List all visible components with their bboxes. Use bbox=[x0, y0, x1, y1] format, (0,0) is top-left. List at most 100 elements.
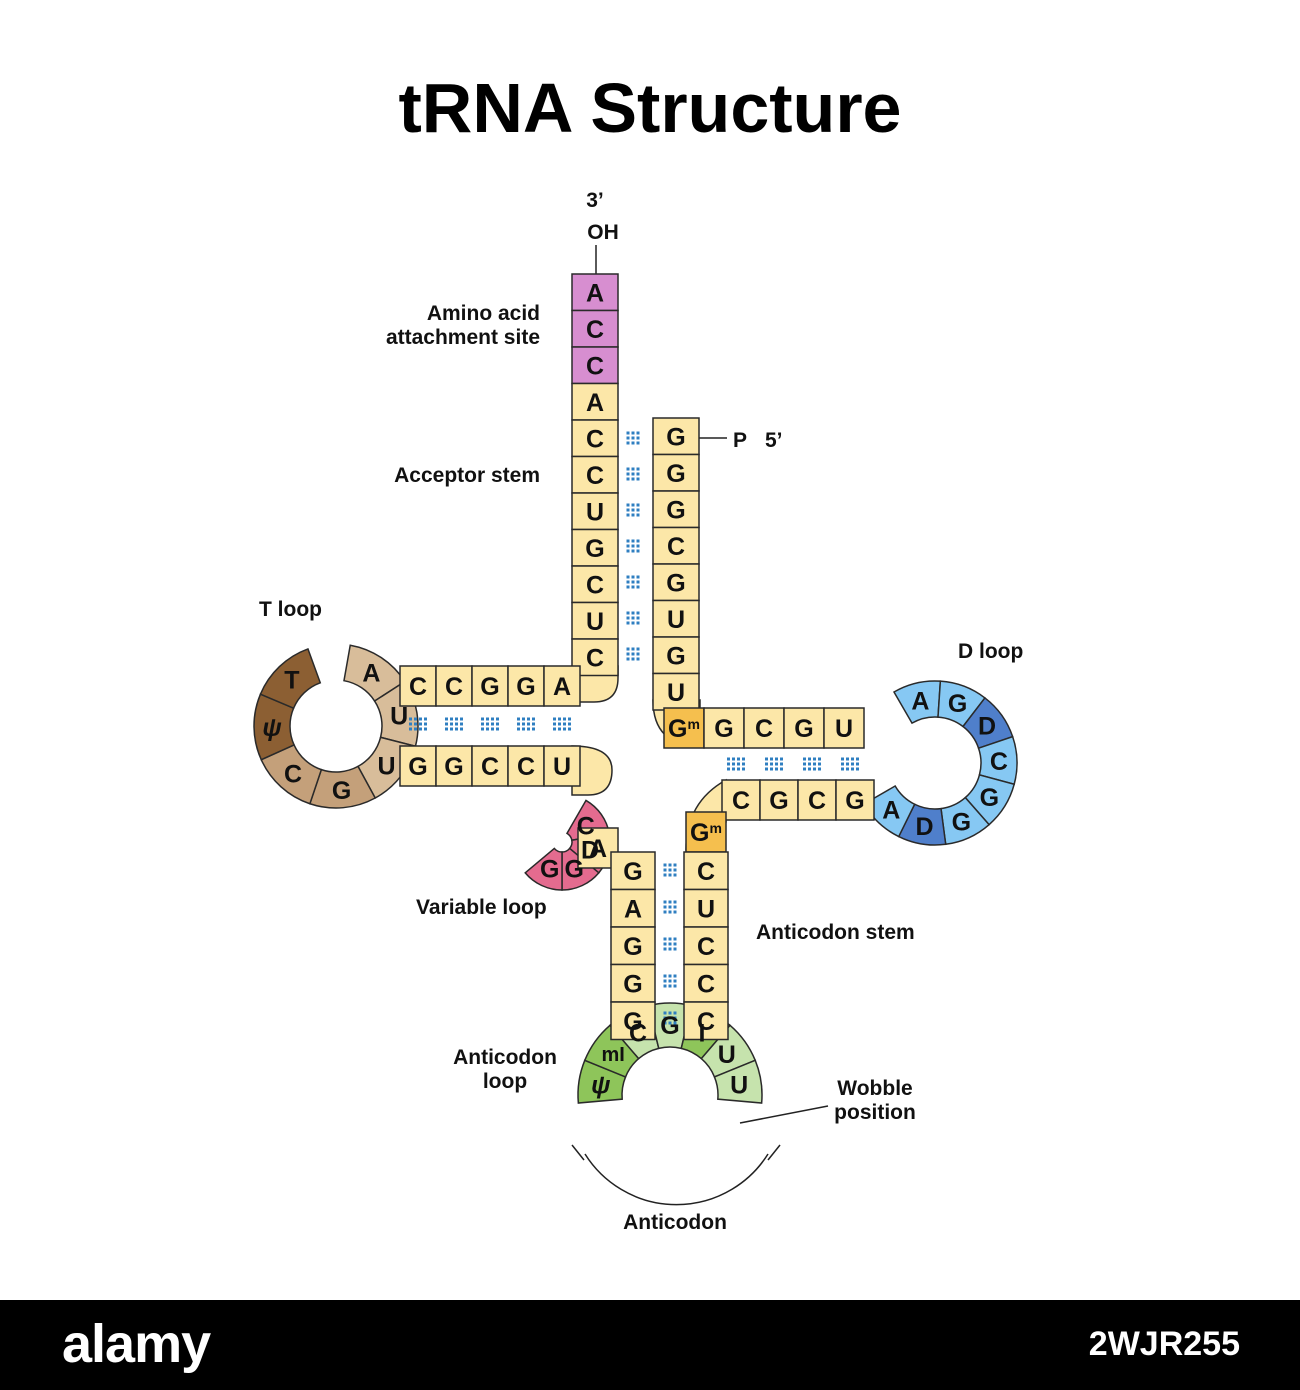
anticodon-stem-left-letter: G bbox=[623, 858, 642, 886]
three-prime-label: 3’ bbox=[586, 189, 604, 212]
variable-loop-letter: D bbox=[581, 837, 599, 865]
t-pair-dots bbox=[563, 717, 566, 721]
variable-loop-label: Variable loop bbox=[416, 896, 547, 919]
t-pair-dots bbox=[558, 727, 561, 731]
anticodon-pair-dots bbox=[673, 984, 677, 988]
t-pair-dots bbox=[496, 722, 499, 726]
d-pair-dots bbox=[727, 757, 730, 761]
wobble-label-line2: position bbox=[834, 1101, 916, 1124]
d-stem-bottom-letter: G bbox=[845, 787, 864, 815]
acceptor-pair-dots bbox=[631, 621, 635, 625]
anticodon-pair-dots bbox=[663, 979, 667, 983]
acceptor-pair-dots bbox=[626, 436, 630, 440]
t-stem-top-letter: A bbox=[553, 673, 571, 701]
acceptor-5prime-letter: G bbox=[666, 569, 685, 597]
t-pair-dots bbox=[532, 722, 535, 726]
anticodon-stem-label: Anticodon stem bbox=[756, 921, 915, 944]
anticodon-pair-dots bbox=[673, 1011, 677, 1015]
t-pair-dots bbox=[496, 717, 499, 721]
t-stem-bottom-letter: G bbox=[444, 753, 463, 781]
d-pair-dots bbox=[775, 767, 778, 771]
d-pair-dots bbox=[818, 767, 821, 771]
d-pair-dots bbox=[803, 767, 806, 771]
acceptor-pair-dots bbox=[631, 580, 635, 584]
anticodon-pair-dots bbox=[673, 910, 677, 914]
t-pair-dots bbox=[491, 722, 494, 726]
acceptor-pair-dots bbox=[636, 472, 640, 476]
d-pair-dots bbox=[851, 757, 854, 761]
anticodon-loop-label-line1: Anticodon bbox=[453, 1046, 557, 1069]
anticodon-pair-dots bbox=[663, 905, 667, 909]
d-pair-dots bbox=[813, 757, 816, 761]
anticodon-pair-dots bbox=[673, 937, 677, 941]
anticodon-loop-letter: I bbox=[698, 1020, 705, 1048]
acceptor-3prime-letter: C bbox=[586, 352, 604, 380]
acceptor-pair-dots bbox=[631, 575, 635, 579]
d-pair-dots bbox=[742, 762, 745, 766]
d-pair-dots bbox=[818, 757, 821, 761]
acceptor-pair-dots bbox=[631, 513, 635, 517]
anticodon-stem-right-letter: C bbox=[697, 858, 715, 886]
anticodon-gm-box bbox=[685, 811, 727, 853]
t-stem-top-letter: G bbox=[516, 673, 535, 701]
acceptor-pair-dots bbox=[636, 431, 640, 435]
t-stem-top-letter: C bbox=[445, 673, 463, 701]
acceptor-pair-dots bbox=[631, 585, 635, 589]
t-pair-dots bbox=[481, 717, 484, 721]
d-pair-dots bbox=[851, 767, 854, 771]
anticodon-pair-dots bbox=[668, 900, 672, 904]
anticodon-pair-dots bbox=[668, 910, 672, 914]
acceptor-pair-dots bbox=[626, 616, 630, 620]
d-stem-bottom-box bbox=[797, 779, 837, 821]
anticodon-pair-dots bbox=[668, 937, 672, 941]
t-stem-top-box bbox=[507, 665, 545, 707]
t-pair-dots bbox=[558, 722, 561, 726]
t-pair-dots bbox=[568, 722, 571, 726]
acceptor-pair-dots bbox=[636, 508, 640, 512]
d-loop-letter: A bbox=[882, 797, 900, 825]
anticodon-pair-dots bbox=[663, 984, 667, 988]
d-pair-dots bbox=[856, 757, 859, 761]
d-pair-dots bbox=[846, 767, 849, 771]
acceptor-pair-dots bbox=[631, 539, 635, 543]
acceptor-pair-dots bbox=[631, 436, 635, 440]
acceptor-3prime-box bbox=[571, 455, 619, 494]
anticodon-bracket-tick bbox=[571, 1144, 585, 1161]
anticodon-stem-right-box bbox=[683, 963, 729, 1003]
acceptor-pair-dots bbox=[636, 513, 640, 517]
acceptor-3prime-box bbox=[571, 382, 619, 421]
anticodon-pair-dots bbox=[668, 984, 672, 988]
acceptor-3prime-box bbox=[571, 419, 619, 458]
acceptor-5prime-box bbox=[652, 672, 700, 711]
acceptor-3prime-box bbox=[571, 346, 619, 385]
t-pair-dots bbox=[527, 727, 530, 731]
t-pair-dots bbox=[563, 722, 566, 726]
d-loop-label: D loop bbox=[958, 640, 1024, 663]
t-pair-dots bbox=[481, 722, 484, 726]
acceptor-pair-dots bbox=[636, 467, 640, 471]
d-pair-dots bbox=[841, 757, 844, 761]
variable-link-letter: A bbox=[589, 835, 607, 863]
anticodon-pair-dots bbox=[668, 863, 672, 867]
anticodon-pair-dots bbox=[663, 863, 667, 867]
acceptor-pair-dots bbox=[636, 441, 640, 445]
d-pair-dots bbox=[808, 757, 811, 761]
anticodon-pair-dots bbox=[668, 1011, 672, 1015]
d-pair-dots bbox=[780, 762, 783, 766]
anticodon-pair-dots bbox=[663, 1016, 667, 1020]
acceptor-3prime-letter: A bbox=[586, 279, 604, 307]
anticodon-pair-dots bbox=[663, 868, 667, 872]
acceptor-pair-dots bbox=[626, 441, 630, 445]
t-pair-dots bbox=[532, 727, 535, 731]
d-stem-bottom-box bbox=[759, 779, 799, 821]
anticodon-pair-dots bbox=[663, 910, 667, 914]
d-pair-dots bbox=[775, 757, 778, 761]
anticodon-pair-dots bbox=[673, 942, 677, 946]
anticodon-loop-label-line2: loop bbox=[482, 1070, 528, 1093]
anticodon-loop-segment bbox=[713, 1059, 763, 1104]
t-loop-letter: C bbox=[284, 760, 302, 788]
anticodon-pair-dots bbox=[663, 947, 667, 951]
d-pair-dots bbox=[737, 757, 740, 761]
anticodon-stem-right-letter: U bbox=[697, 895, 715, 923]
t-pair-dots bbox=[517, 717, 520, 721]
